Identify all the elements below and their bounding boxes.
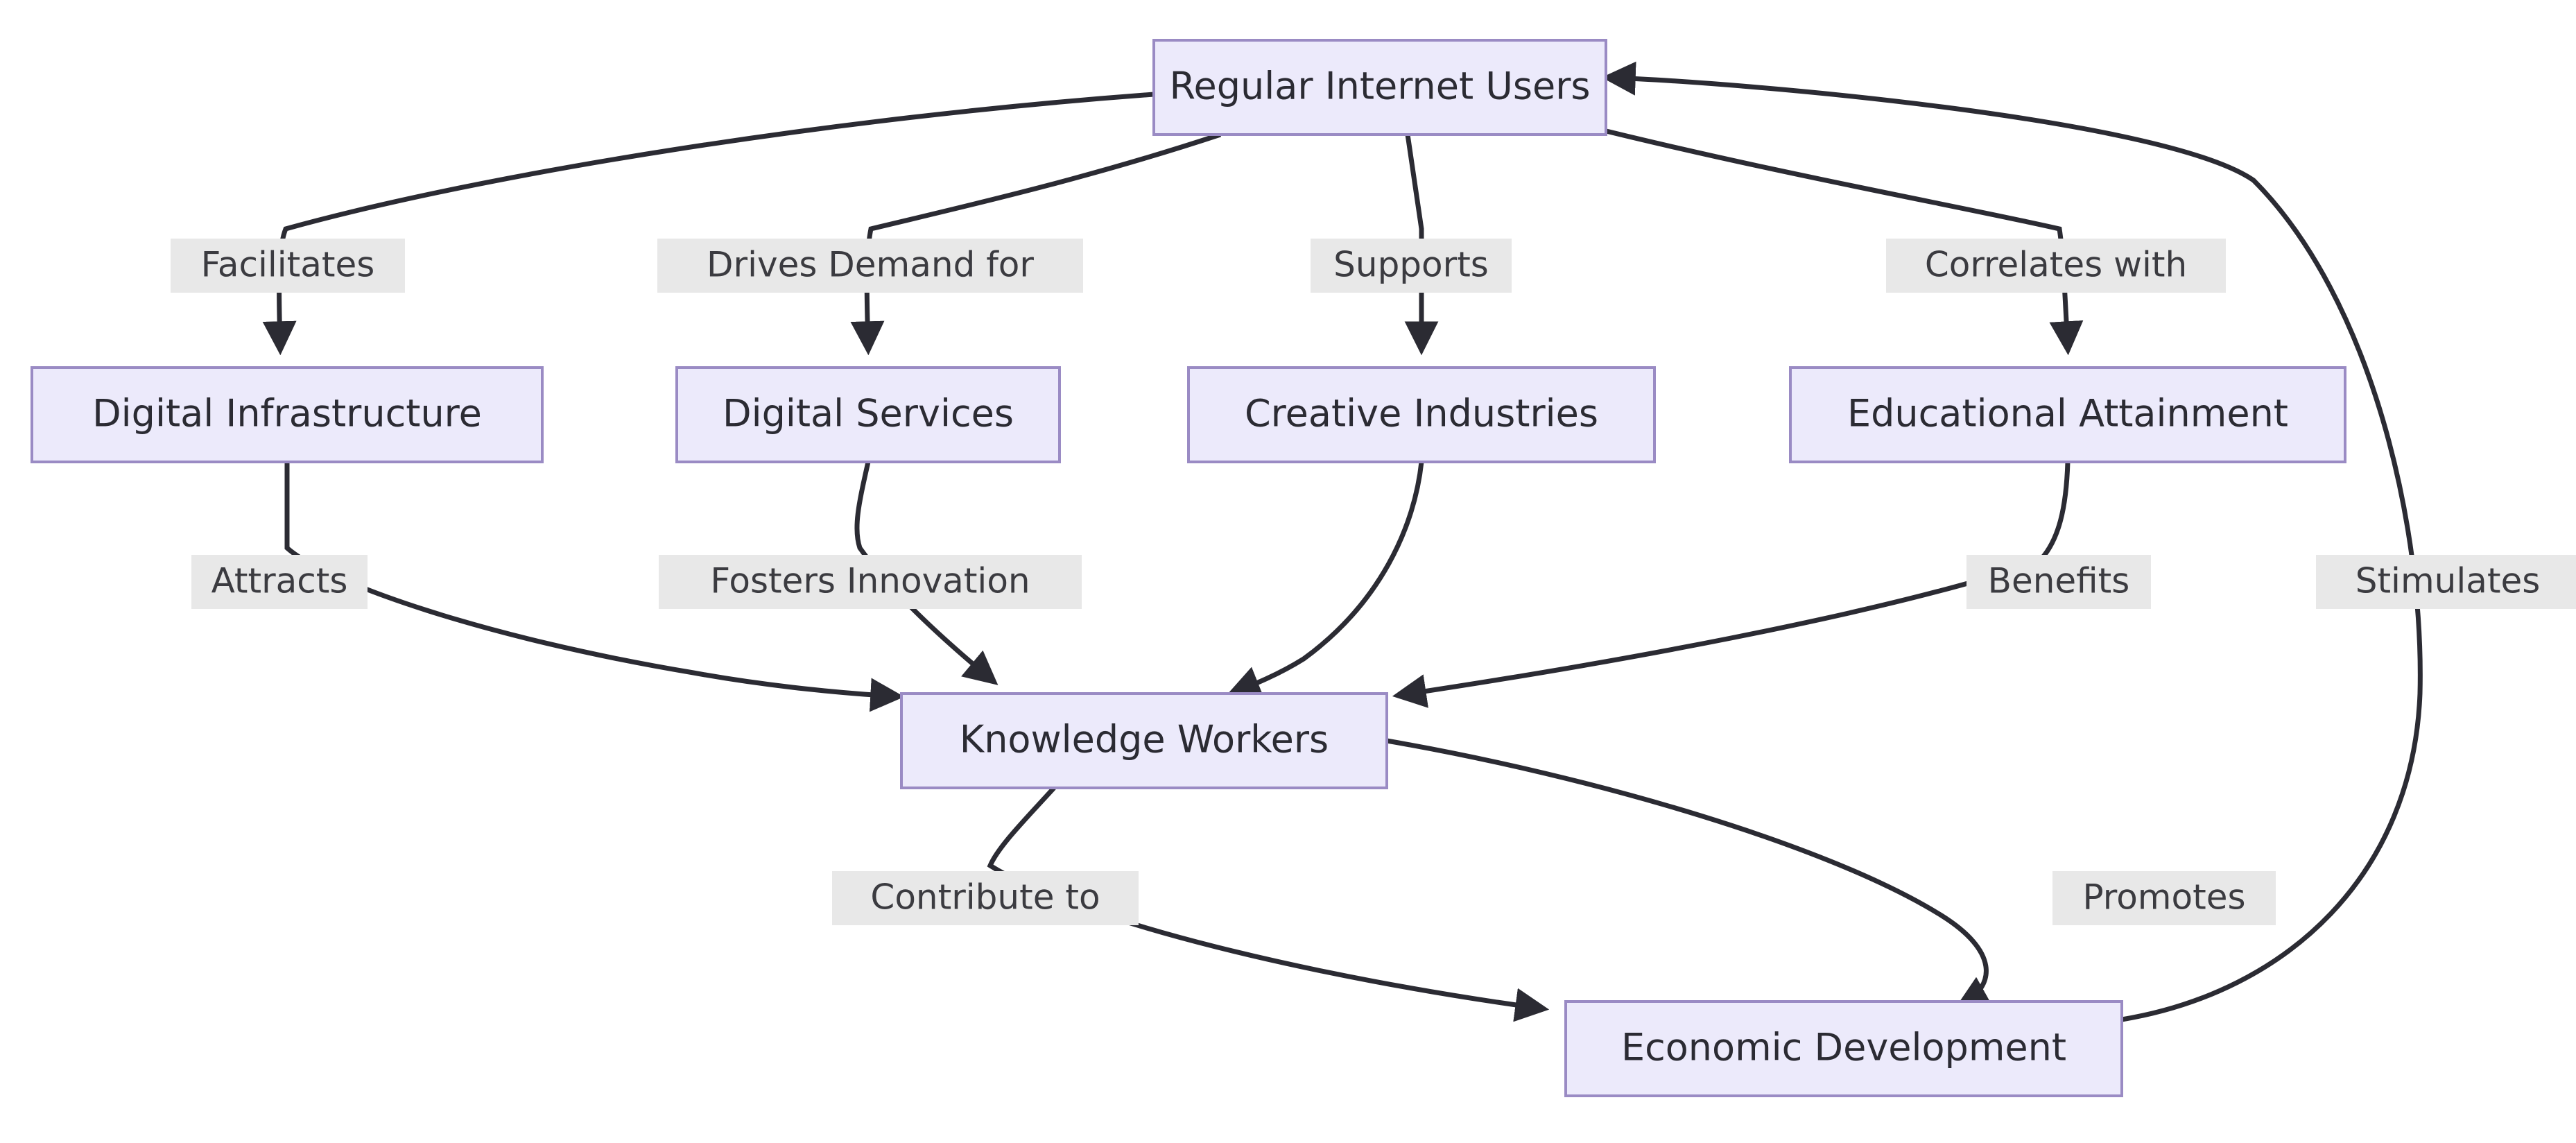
nodes-layer: Regular Internet Users Digital Infrastru… [31,39,2346,1097]
edge-label-contribute-to: Contribute to [832,871,1139,925]
node-regular-internet-users[interactable]: Regular Internet Users [1152,39,1607,136]
edge-label-text-stimulates: Stimulates [2355,561,2541,601]
edge-label-text-attracts: Attracts [211,561,348,601]
edge-label-benefits: Benefits [1966,555,2151,609]
node-label-educational-attainment: Educational Attainment [1847,392,2288,436]
node-label-regular-internet-users: Regular Internet Users [1169,65,1590,108]
edge-label-drives-demand-for: Drives Demand for [657,239,1083,293]
edge-benefits [1392,461,2071,708]
edge-label-text-facilitates: Facilitates [201,245,375,285]
edge-label-text-supports: Supports [1333,245,1489,285]
edge-label-text-contribute-to: Contribute to [870,877,1100,918]
edge-stimulates [1601,61,2423,1022]
edge-label-text-benefits: Benefits [1988,561,2130,601]
node-digital-services[interactable]: Digital Services [675,366,1061,463]
edge-label-attracts: Attracts [191,555,368,609]
edge-label-text-correlates-with: Correlates with [1925,245,2187,285]
edge-label-facilitates: Facilitates [171,239,405,293]
node-label-knowledge-workers: Knowledge Workers [960,718,1329,762]
edge-label-supports: Supports [1311,239,1512,293]
edge-facilitates [262,92,1155,356]
node-label-creative-industries: Creative Industries [1245,392,1598,436]
edge-supports [1404,134,1439,356]
edge-label-text-fosters-innovation: Fosters Innovation [710,561,1030,601]
node-creative-industries[interactable]: Creative Industries [1187,366,1656,463]
edge-label-text-promotes: Promotes [2082,877,2245,918]
node-digital-infrastructure[interactable]: Digital Infrastructure [31,366,544,463]
edge-correlates-with [1580,122,2084,356]
edge-label-stimulates: Stimulates [2316,555,2576,609]
node-label-digital-services: Digital Services [723,392,1014,436]
edge-label-fosters-innovation: Fosters Innovation [659,555,1082,609]
edge-label-correlates-with: Correlates with [1886,239,2226,293]
node-knowledge-workers[interactable]: Knowledge Workers [900,692,1388,789]
node-label-digital-infrastructure: Digital Infrastructure [92,392,482,436]
edge-label-text-drives-demand-for: Drives Demand for [707,245,1034,285]
node-educational-attainment[interactable]: Educational Attainment [1789,366,2346,463]
edge-creative-to-knowledge [1226,461,1424,699]
edge-label-promotes: Promotes [2052,871,2276,925]
node-economic-development[interactable]: Economic Development [1564,1000,2123,1097]
edge-labels-layer: Facilitates Drives Demand for Supports C… [171,239,2576,925]
edge-promotes [1386,738,1994,1008]
node-label-economic-development: Economic Development [1621,1026,2066,1069]
